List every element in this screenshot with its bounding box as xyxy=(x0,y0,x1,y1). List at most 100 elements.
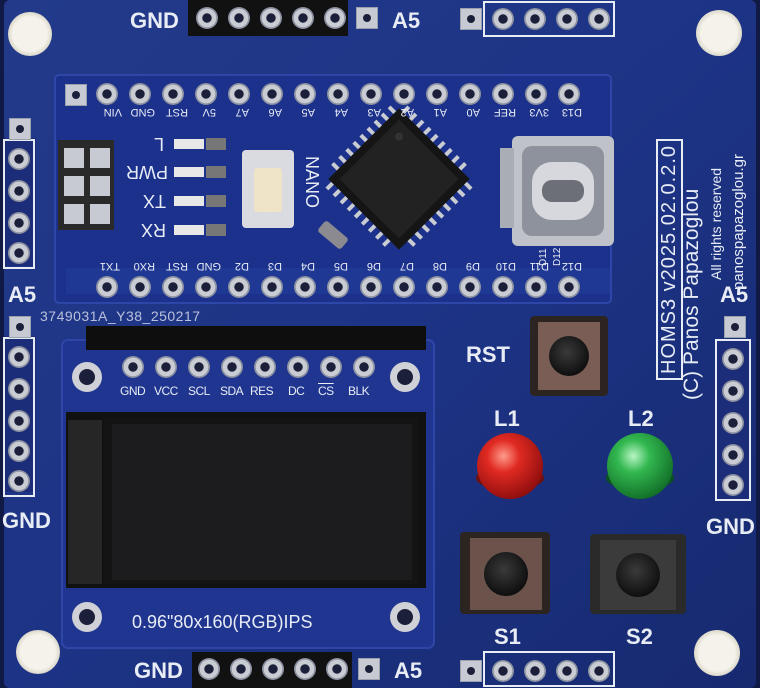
nano-pin xyxy=(294,276,316,298)
nano-led-label: TX xyxy=(142,191,166,211)
header-pin xyxy=(722,380,744,402)
left-header-gnd-label: GND xyxy=(2,508,51,533)
website-label: panospapazoglou.gr xyxy=(730,154,747,290)
header-pin xyxy=(588,660,610,682)
header-pin xyxy=(9,118,31,140)
nano-pin xyxy=(129,83,151,105)
nano-pin xyxy=(426,276,448,298)
nano-pin xyxy=(294,83,316,105)
header-pin xyxy=(460,660,482,682)
nano-pin xyxy=(393,276,415,298)
nano-pin-label: GND xyxy=(130,106,155,118)
header-pin xyxy=(492,8,514,30)
nano-pin xyxy=(492,83,514,105)
header-pin xyxy=(326,658,348,680)
display-pin-label: GND xyxy=(120,384,146,398)
nano-pin xyxy=(558,83,580,105)
display-pin xyxy=(221,356,243,378)
nano-pin xyxy=(162,276,184,298)
header-pin xyxy=(8,440,30,462)
nano-pin xyxy=(525,276,547,298)
header-pin xyxy=(556,8,578,30)
right-header-a5-label: A5 xyxy=(720,282,749,307)
nano-pin-label: D2 xyxy=(234,260,249,272)
nano-pin xyxy=(261,276,283,298)
nano-pin-label: A7 xyxy=(235,106,249,118)
header-pin xyxy=(8,378,30,400)
header-pin xyxy=(228,7,250,29)
nano-pin-label: A0 xyxy=(466,106,480,118)
bottom-header-a5-label: A5 xyxy=(394,658,423,683)
led1-label: L1 xyxy=(494,406,520,431)
nano-pin-label: A6 xyxy=(268,106,282,118)
nano-pin-label: D10 xyxy=(495,260,516,272)
header-pin xyxy=(198,658,220,680)
nano-pin xyxy=(393,83,415,105)
nano-pin xyxy=(162,83,184,105)
nano-pin-label: D13 xyxy=(561,106,582,118)
nano-pin xyxy=(96,83,118,105)
display-spec-label: 0.96"80x160(RGB)IPS xyxy=(132,612,313,632)
nano-pin-label: D8 xyxy=(432,260,447,272)
mounting-hole xyxy=(694,630,740,676)
display-pin-label: RES xyxy=(250,384,274,398)
nano-pin-label: A4 xyxy=(334,106,348,118)
display-pin xyxy=(155,356,177,378)
right-header-gnd-label: GND xyxy=(706,514,755,539)
nano-pin xyxy=(261,83,283,105)
nano-pin xyxy=(558,276,580,298)
nano-pin xyxy=(459,83,481,105)
nano-pin-label: D4 xyxy=(300,260,315,272)
rights-label: All rights reserved xyxy=(708,167,724,280)
display-pin-label: DC xyxy=(288,384,305,398)
lot-code-label: 3749031A_Y38_250217 xyxy=(40,308,201,324)
header-pin xyxy=(8,180,30,202)
nano-led-label: RX xyxy=(140,220,166,240)
nano-pin xyxy=(360,83,382,105)
nano-pin xyxy=(360,276,382,298)
nano-pin-label: REF xyxy=(494,106,516,118)
header-pin xyxy=(8,470,30,492)
header-pin xyxy=(524,8,546,30)
nano-pin-label: GND xyxy=(196,260,221,272)
nano-pin-label: VIN xyxy=(103,106,122,118)
nano-pin-label: 5V xyxy=(202,106,216,118)
header-pin xyxy=(8,212,30,234)
nano-pin xyxy=(65,84,87,106)
top-header-gnd-label: GND xyxy=(130,8,179,33)
header-pin xyxy=(524,660,546,682)
top-header-a5-label: A5 xyxy=(392,8,421,33)
nano-pin xyxy=(327,83,349,105)
header-pin xyxy=(8,148,30,170)
s1-button-label: S1 xyxy=(494,624,521,649)
nano-pin xyxy=(195,276,217,298)
header-pin xyxy=(588,8,610,30)
display-pin-label: SDA xyxy=(220,384,244,398)
display-pin xyxy=(353,356,375,378)
copyright-label: (C) Panos Papazoglou xyxy=(680,188,703,400)
header-pin xyxy=(722,474,744,496)
header-pin xyxy=(294,658,316,680)
left-header-a5-label: A5 xyxy=(8,282,37,307)
mounting-hole xyxy=(8,12,52,56)
mounting-hole xyxy=(696,10,742,56)
header-pin xyxy=(260,7,282,29)
display-pin-label: BLK xyxy=(348,384,370,398)
display-pin-label: CS xyxy=(318,384,334,398)
display-pin xyxy=(188,356,210,378)
nano-pin xyxy=(459,276,481,298)
header-pin xyxy=(724,316,746,338)
bottom-header-gnd-label: GND xyxy=(134,658,183,683)
header-pin xyxy=(722,444,744,466)
display-pin-label: SCL xyxy=(188,384,210,398)
nano-pin-label: D5 xyxy=(333,260,348,272)
nano-name-label: NANO xyxy=(302,156,322,209)
display-pin xyxy=(287,356,309,378)
header-pin xyxy=(9,316,31,338)
nano-pin xyxy=(327,276,349,298)
nano-pin-label: A5 xyxy=(301,106,315,118)
display-pin xyxy=(122,356,144,378)
nano-pin xyxy=(195,83,217,105)
nano-pin xyxy=(96,276,118,298)
